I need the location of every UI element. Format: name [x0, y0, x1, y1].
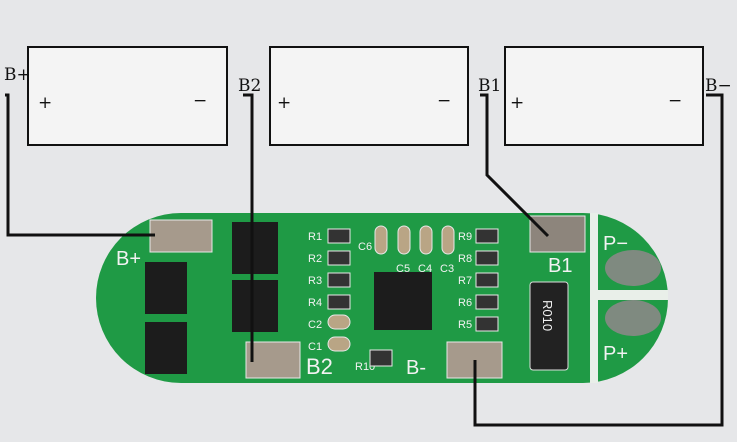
c1-label: C1	[308, 341, 322, 353]
battery-1-minus: −	[193, 91, 207, 111]
battery-3-minus: −	[668, 91, 682, 111]
c4-label: C4	[418, 263, 432, 275]
pad-label-p-plus: P+	[603, 343, 628, 365]
c6-label: C6	[358, 241, 372, 253]
battery-2-minus: −	[437, 91, 451, 111]
shunt-label: R010	[540, 300, 555, 331]
c3-label: C3	[440, 263, 454, 275]
c2-label: C2	[308, 319, 322, 331]
battery-1: + −	[27, 46, 228, 146]
bms-pcb: R010 B+ B2 B1 B- P− P+ R1 R2 R3 R4 R9 R8…	[96, 213, 668, 383]
wire-b2	[243, 93, 254, 362]
battery-2-plus: +	[277, 93, 291, 113]
r9-label: R9	[458, 231, 472, 243]
r7-label: R7	[458, 275, 472, 287]
r2-label: R2	[308, 253, 322, 265]
pad-label-b1: B1	[548, 255, 572, 277]
c5-label: C5	[396, 263, 410, 275]
r4-label: R4	[308, 297, 322, 309]
wire-b-minus	[473, 93, 724, 427]
label-b1: B1	[478, 76, 501, 96]
pad-label-p-minus: P−	[603, 233, 628, 255]
r1-label: R1	[308, 231, 322, 243]
label-b-plus: B+	[4, 65, 31, 85]
battery-3-plus: +	[510, 93, 524, 113]
pad-label-b-minus: B-	[406, 357, 426, 379]
wire-b1	[480, 93, 550, 238]
r3-label: R3	[308, 275, 322, 287]
label-b-minus: B−	[705, 76, 732, 96]
wires	[5, 93, 724, 427]
battery-1-plus: +	[38, 93, 52, 113]
battery-2: + −	[269, 46, 469, 146]
wire-b-plus	[5, 93, 155, 237]
battery-3: + −	[504, 46, 704, 146]
pad-label-b2: B2	[306, 354, 333, 379]
r8-label: R8	[458, 253, 472, 265]
r6-label: R6	[458, 297, 472, 309]
pad-label-b-plus: B+	[116, 248, 141, 270]
label-b2: B2	[238, 76, 261, 96]
r5-label: R5	[458, 319, 472, 331]
